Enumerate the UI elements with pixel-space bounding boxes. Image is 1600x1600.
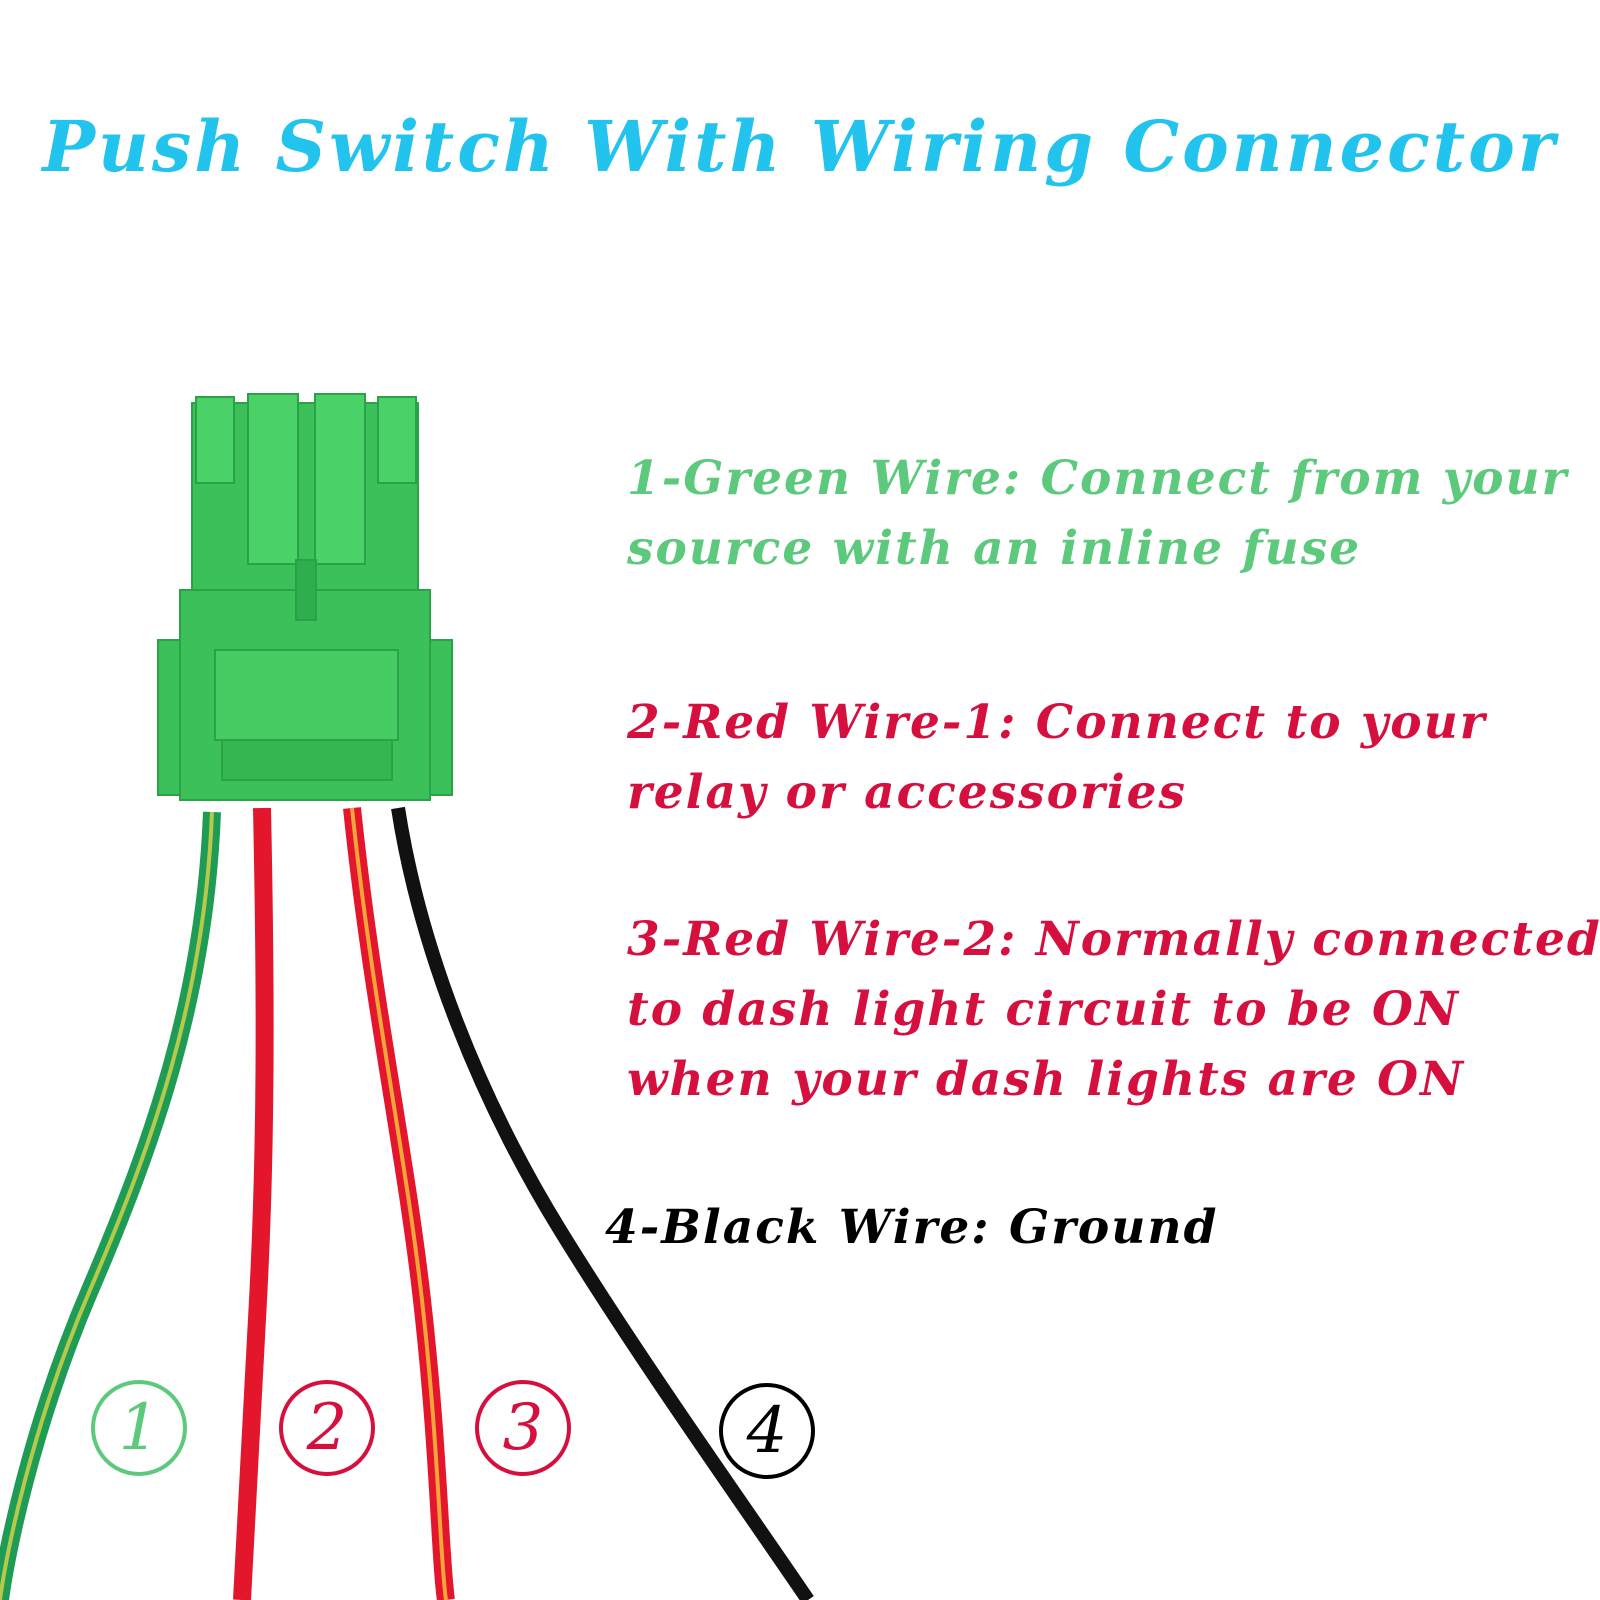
description-line: 2-Red Wire-1: Connect to your	[627, 695, 1487, 750]
description-line: 1-Green Wire: Connect from your	[627, 451, 1569, 506]
description-line: 4-Black Wire: Ground	[605, 1200, 1219, 1255]
red-wire-2-description: 3-Red Wire-2: Normally connected to dash…	[627, 905, 1600, 1115]
red-wire-1-description: 2-Red Wire-1: Connect to your relay or a…	[627, 688, 1487, 828]
description-line: 3-Red Wire-2: Normally connected	[627, 912, 1600, 967]
description-line: source with an inline fuse	[627, 521, 1362, 576]
description-line: to dash light circuit to be ON	[627, 982, 1460, 1037]
wire-number-4: 4	[719, 1383, 815, 1479]
connector-body	[157, 393, 453, 801]
wire-number-2: 2	[279, 1380, 375, 1476]
description-line: relay or accessories	[627, 765, 1187, 820]
description-line: when your dash lights are ON	[627, 1052, 1465, 1107]
wire-black	[391, 806, 814, 1600]
wire-red-2	[343, 807, 455, 1600]
wire-number-1: 1	[91, 1380, 187, 1476]
wire-number-3: 3	[475, 1380, 571, 1476]
black-wire-description: 4-Black Wire: Ground	[605, 1193, 1218, 1263]
green-wire-description: 1-Green Wire: Connect from your source w…	[627, 444, 1568, 584]
wire-red-1	[233, 807, 274, 1600]
page-title: Push Switch With Wiring Connector	[42, 105, 1558, 188]
wire-green	[0, 811, 221, 1600]
